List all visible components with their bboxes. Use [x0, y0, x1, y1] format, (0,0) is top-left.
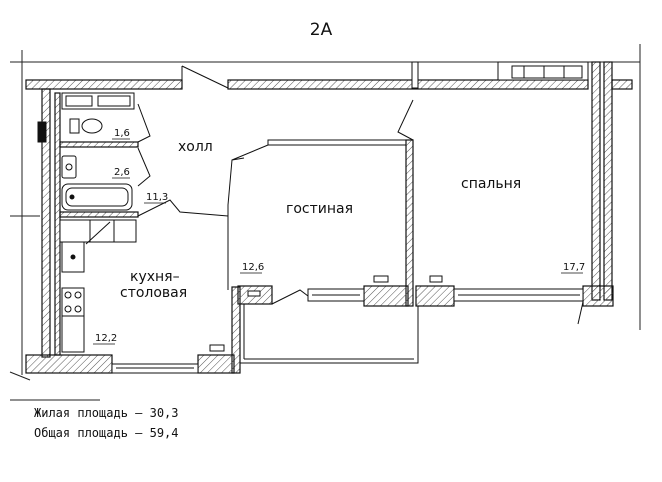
area-underlines [93, 138, 583, 345]
area-bath: 2,6 [114, 167, 130, 178]
windows [111, 61, 589, 374]
electric-panel [37, 121, 47, 143]
entrance-door [181, 65, 229, 89]
area-kitchen: 12,2 [95, 333, 117, 344]
bath-hall-partition [59, 211, 139, 218]
kitchen-south-sill-2 [197, 354, 235, 374]
north-radiator [511, 65, 583, 79]
window-sill-block-2 [415, 285, 455, 307]
living-door-frame [267, 139, 406, 145]
kitchen-counter [61, 315, 85, 353]
north-window-left [411, 61, 419, 89]
radiator-bedroom [429, 275, 443, 283]
living-area-summary: Жилая площадь – 30,3 [34, 406, 179, 420]
kitchen-south-sill [25, 354, 113, 374]
room-labels: холл гостиная спальня кухня– столовая [120, 139, 521, 301]
wc-door [137, 103, 151, 143]
doors [137, 65, 584, 325]
north-wall-right [611, 79, 633, 90]
bath-door [137, 147, 151, 187]
north-wall-left [25, 79, 183, 90]
bedroom-balcony-door [577, 301, 584, 325]
east-outer-wall [603, 61, 613, 301]
bedroom-south-sill [582, 285, 614, 307]
inner-west-wall [54, 92, 61, 356]
kitchen-upper-unit [59, 219, 137, 243]
bedroom-east-wall [591, 61, 601, 301]
fixtures [37, 92, 443, 353]
bedroom-door [397, 99, 414, 141]
balcony [239, 304, 419, 364]
window-sill-block [363, 285, 409, 307]
radiator-hall [247, 290, 261, 297]
hall-living-door [227, 144, 269, 206]
area-hall: 11,3 [146, 192, 168, 203]
radiator-living [373, 275, 389, 283]
stove [61, 287, 85, 317]
balcony-door [271, 289, 309, 305]
bathroom-partition [59, 141, 139, 148]
room-kitchen-line1: кухня– [130, 269, 180, 285]
kitchen-door [137, 199, 229, 217]
plan-title: 2A [310, 20, 333, 40]
area-wc: 1,6 [114, 128, 130, 139]
room-areas: 1,6 2,6 11,3 12,6 17,7 12,2 [95, 128, 585, 344]
area-bedroom: 17,7 [563, 262, 585, 273]
radiator-kitchen [209, 344, 225, 352]
living-bedroom-wall [405, 139, 414, 307]
room-living: гостиная [286, 201, 353, 217]
toilet [69, 118, 80, 134]
room-kitchen-line2: столовая [120, 285, 187, 301]
north-wall-middle [227, 79, 589, 90]
area-living: 12,6 [242, 262, 264, 273]
room-bedroom: спальня [461, 176, 521, 192]
room-hall: холл [178, 139, 213, 155]
walls [25, 61, 633, 374]
total-area-summary: Общая площадь – 59,4 [34, 426, 179, 440]
